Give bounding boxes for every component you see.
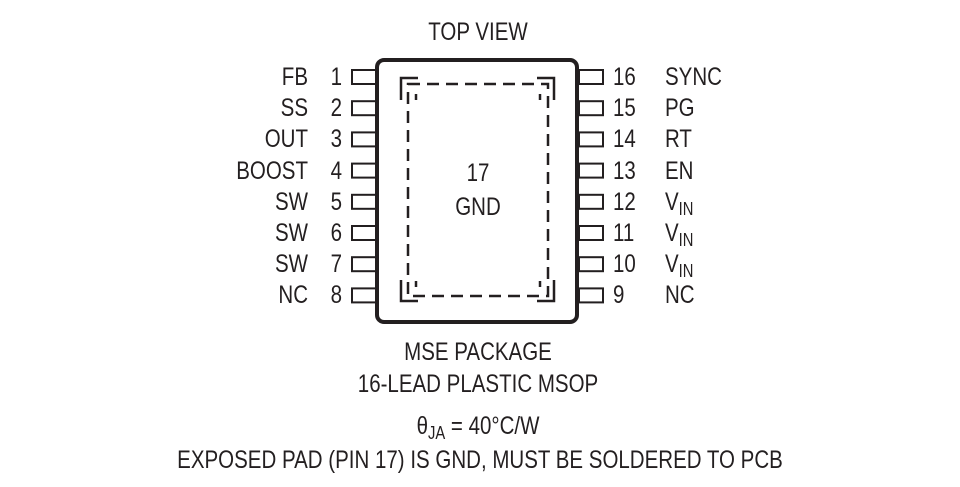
right-pin-label: VIN <box>665 249 694 282</box>
left-pin-name: SW <box>274 219 308 247</box>
left-pin-number: 1 <box>330 63 342 91</box>
right-pin-name-subscript: IN <box>678 230 694 250</box>
left-pin-lead <box>351 287 377 304</box>
right-pin-number: 14 <box>613 125 636 154</box>
left-pin-number: 7 <box>330 250 342 279</box>
left-pin-lead <box>351 162 377 179</box>
right-pin-number: 11 <box>613 219 635 247</box>
right-pin-label: RT <box>665 124 692 154</box>
left-pin-name: SS <box>280 94 308 123</box>
right-pin-lead <box>578 131 604 148</box>
right-pin-lead <box>578 69 604 85</box>
right-pin-name: V <box>665 187 679 216</box>
right-pin-leads <box>578 69 604 304</box>
left-pin-number: 4 <box>330 156 342 185</box>
exposed-pad-outline <box>406 82 550 298</box>
left-pin-leads <box>351 69 377 304</box>
right-pin-label: NC <box>665 280 695 310</box>
right-pin-lead <box>578 162 604 179</box>
right-pin-name: PG <box>665 94 695 123</box>
right-pin-name: EN <box>665 156 694 185</box>
right-pin-name: SYNC <box>665 63 722 91</box>
left-pin-name: BOOST <box>236 156 308 185</box>
left-pin-name: SW <box>274 187 308 216</box>
left-pin-number: 6 <box>330 219 342 247</box>
right-pin-name: V <box>665 250 679 279</box>
thermal-resistance: θJA = 40°C/W <box>355 411 601 443</box>
right-pin-label: SYNC <box>665 62 722 92</box>
right-pin-name: NC <box>665 281 695 310</box>
left-pin-name: NC <box>278 281 308 310</box>
package-name: MSE PACKAGE <box>404 338 552 366</box>
right-pin-label: PG <box>665 93 695 123</box>
diagram-title: TOP VIEW <box>428 18 528 46</box>
left-pin-lead <box>351 193 377 210</box>
right-pin-label: VIN <box>665 187 694 219</box>
left-pin-number: 2 <box>330 94 342 123</box>
right-pin-lead <box>578 287 604 304</box>
left-pin-lead <box>351 256 377 273</box>
left-pin-number: 3 <box>330 125 342 154</box>
exposed-pad-name: GND <box>455 193 501 221</box>
left-pin-name: OUT <box>264 125 308 154</box>
left-pin-name: SW <box>274 250 308 279</box>
right-pin-number: 9 <box>613 281 625 310</box>
theta-subscript: JA <box>427 423 446 443</box>
right-pin-number: 15 <box>613 94 636 123</box>
theta-symbol: θ <box>416 412 428 440</box>
right-pin-number: 13 <box>613 156 636 185</box>
left-pin-lead <box>351 131 377 148</box>
right-pin-lead <box>578 100 604 117</box>
left-pin-lead <box>351 69 377 85</box>
right-pin-lead <box>578 256 604 273</box>
theta-value: = 40°C/W <box>445 412 540 440</box>
left-pin-lead <box>351 100 377 117</box>
right-pin-number: 12 <box>613 187 636 216</box>
right-pin-label: EN <box>665 156 693 186</box>
right-pin-name: RT <box>665 125 692 154</box>
right-pin-lead <box>578 193 604 210</box>
package-body <box>375 58 579 324</box>
right-pin-number: 10 <box>613 250 636 279</box>
left-pin-name: FB <box>281 63 308 91</box>
right-pin-name: V <box>665 219 679 247</box>
left-pin-number: 8 <box>330 281 342 310</box>
right-pin-label: VIN <box>665 218 694 250</box>
exposed-pad-number: 17 <box>466 159 490 187</box>
exposed-pad-note: EXPOSED PAD (PIN 17) IS GND, MUST BE SOL… <box>177 446 783 474</box>
package-description: 16-LEAD PLASTIC MSOP <box>357 370 599 398</box>
left-pin-lead <box>351 225 377 241</box>
right-pin-name-subscript: IN <box>678 261 694 282</box>
left-pin-number: 5 <box>330 187 342 216</box>
right-pin-lead <box>578 225 604 241</box>
right-pin-name-subscript: IN <box>678 198 694 219</box>
exposed-pad-corners <box>399 76 556 303</box>
right-pin-number: 16 <box>613 63 636 91</box>
